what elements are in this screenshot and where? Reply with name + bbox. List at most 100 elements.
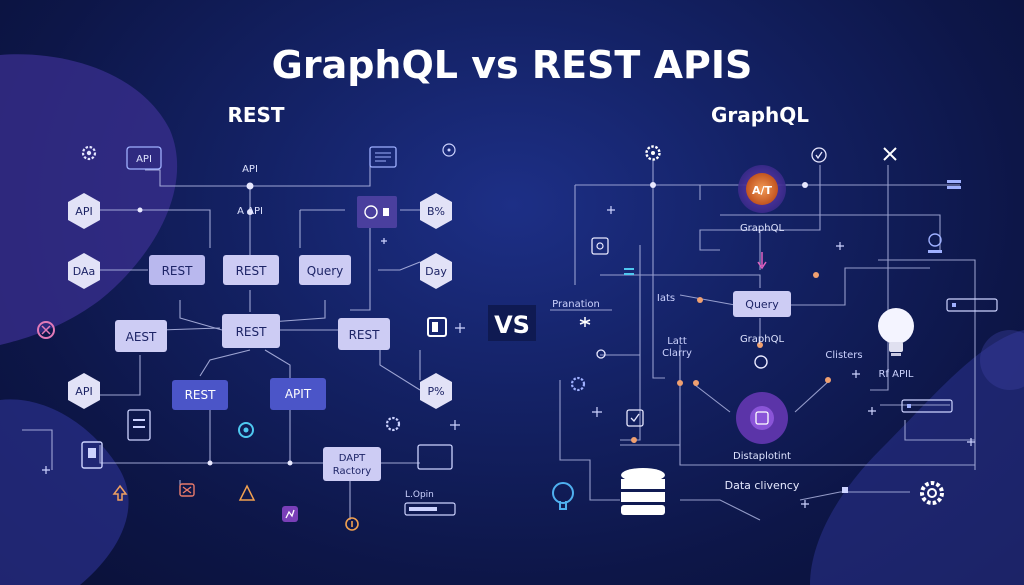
upload-arrow-icon	[112, 484, 128, 501]
svg-text:DAa: DAa	[73, 265, 96, 278]
gear-icon	[645, 145, 661, 161]
plus-icon	[42, 238, 465, 474]
alert-triangle-icon	[238, 484, 256, 501]
info-circle-icon	[442, 143, 456, 157]
checkbox-icon	[626, 409, 644, 427]
ring-icon	[37, 321, 55, 339]
svg-text:REST: REST	[185, 388, 217, 402]
rest-label-a-api: A API	[237, 206, 263, 217]
server-icon	[127, 409, 151, 441]
pin-icon	[345, 517, 359, 531]
monitor-icon	[417, 444, 453, 470]
page-title: GraphQL vs REST APIS	[272, 43, 753, 87]
svg-text:REST: REST	[162, 264, 194, 278]
rest-box-rest-right: REST	[338, 318, 390, 350]
rest-hex-daa: DAa	[68, 253, 100, 289]
blob-bottom-left	[0, 399, 129, 585]
plus-icon	[592, 206, 975, 508]
dataplatoint-node	[736, 392, 788, 444]
graphql-node: A/T	[738, 165, 786, 213]
pranation-label: Pranation	[552, 299, 600, 310]
input-field-icon	[901, 399, 953, 413]
shield-check-icon	[811, 147, 827, 163]
target-icon	[238, 422, 254, 438]
svg-text:API: API	[136, 154, 152, 165]
graphql-query-box: Query	[733, 291, 791, 317]
graphql-mid-label: GraphQL	[740, 334, 785, 345]
graphql-connectors	[550, 160, 976, 521]
graphql-node-label: GraphQL	[740, 223, 785, 234]
graphql-node-arrow	[757, 252, 767, 270]
dataplatoint-label: Distaplotint	[733, 451, 791, 462]
blob-bottom-right	[810, 330, 1024, 585]
rf-apil-label: Rf APIL	[878, 369, 913, 380]
chart-badge-icon	[282, 506, 298, 522]
lats-label: Iats	[657, 293, 675, 304]
rest-label-lopin: L.Opin	[405, 490, 434, 500]
graphql-heading: GraphQL	[711, 103, 809, 127]
toggle-icon	[596, 349, 606, 359]
rest-box-rest-bl: REST	[172, 380, 228, 410]
graphql-junction-dots	[631, 182, 831, 443]
svg-text:AEST: AEST	[126, 330, 157, 344]
graphql-mid-ring	[754, 355, 768, 369]
svg-text:A/T: A/T	[752, 184, 773, 197]
progress-bar-icon	[404, 502, 456, 516]
svg-text:API: API	[75, 385, 92, 398]
dapt-text-line: Ractory	[333, 466, 372, 477]
equals-icon	[624, 268, 634, 275]
settings-icon	[920, 481, 944, 505]
svg-text:P%: P%	[427, 385, 444, 398]
rest-hex-day: Day	[420, 253, 452, 289]
rest-box-query: Query	[299, 255, 351, 285]
clisters-label: Clisters	[825, 350, 862, 361]
lightbulb-icon	[878, 308, 914, 356]
close-icon	[883, 147, 897, 161]
lightbulb-icon	[552, 482, 574, 510]
rest-box-rest-1: REST	[149, 255, 205, 285]
document-icon	[369, 146, 397, 168]
rest-box-apit: APIT	[270, 378, 326, 410]
gear-icon	[81, 145, 97, 161]
rest-label-api: API	[242, 164, 258, 175]
data-clivency-label: Data clivency	[725, 479, 800, 492]
rest-connectors	[22, 165, 425, 520]
rest-box-api-small: API	[126, 146, 162, 170]
svg-text:REST: REST	[236, 325, 268, 339]
rest-hex-pct: B%	[420, 193, 452, 229]
menu-icon	[947, 180, 961, 189]
database-icon	[621, 468, 665, 515]
svg-text:Query: Query	[745, 298, 779, 311]
rest-heading: REST	[227, 103, 284, 127]
blob-right-dot	[980, 330, 1024, 390]
svg-text:APIT: APIT	[285, 387, 312, 401]
rest-box-rest-2: REST	[223, 255, 279, 285]
rest-junction-dots	[137, 182, 293, 466]
database-tile-icon	[357, 196, 397, 228]
phone-icon	[81, 441, 103, 469]
user-icon	[928, 233, 942, 253]
rest-box-aest: AEST	[115, 320, 167, 352]
settings-icon	[385, 416, 401, 432]
rest-box-rest-center: REST	[222, 314, 280, 348]
vs-label: VS	[494, 311, 530, 339]
asterisk-icon	[579, 317, 591, 327]
rest-hex-api-bottom: API	[68, 373, 100, 409]
square-marker-icon	[842, 487, 848, 493]
input-field-icon	[946, 298, 998, 312]
latt-text-line: Latt	[667, 336, 687, 347]
svg-text:B%: B%	[427, 205, 445, 218]
rest-hex-pk: P%	[420, 373, 452, 409]
svg-text:REST: REST	[236, 264, 268, 278]
link-box-icon	[591, 237, 609, 255]
settings-icon	[570, 376, 586, 392]
background-blobs	[0, 54, 1024, 585]
svg-text:API: API	[75, 205, 92, 218]
dapt-text-line: DAPT	[339, 453, 366, 464]
window-icon	[427, 317, 447, 337]
rest-hex-api-top: API	[68, 193, 100, 229]
